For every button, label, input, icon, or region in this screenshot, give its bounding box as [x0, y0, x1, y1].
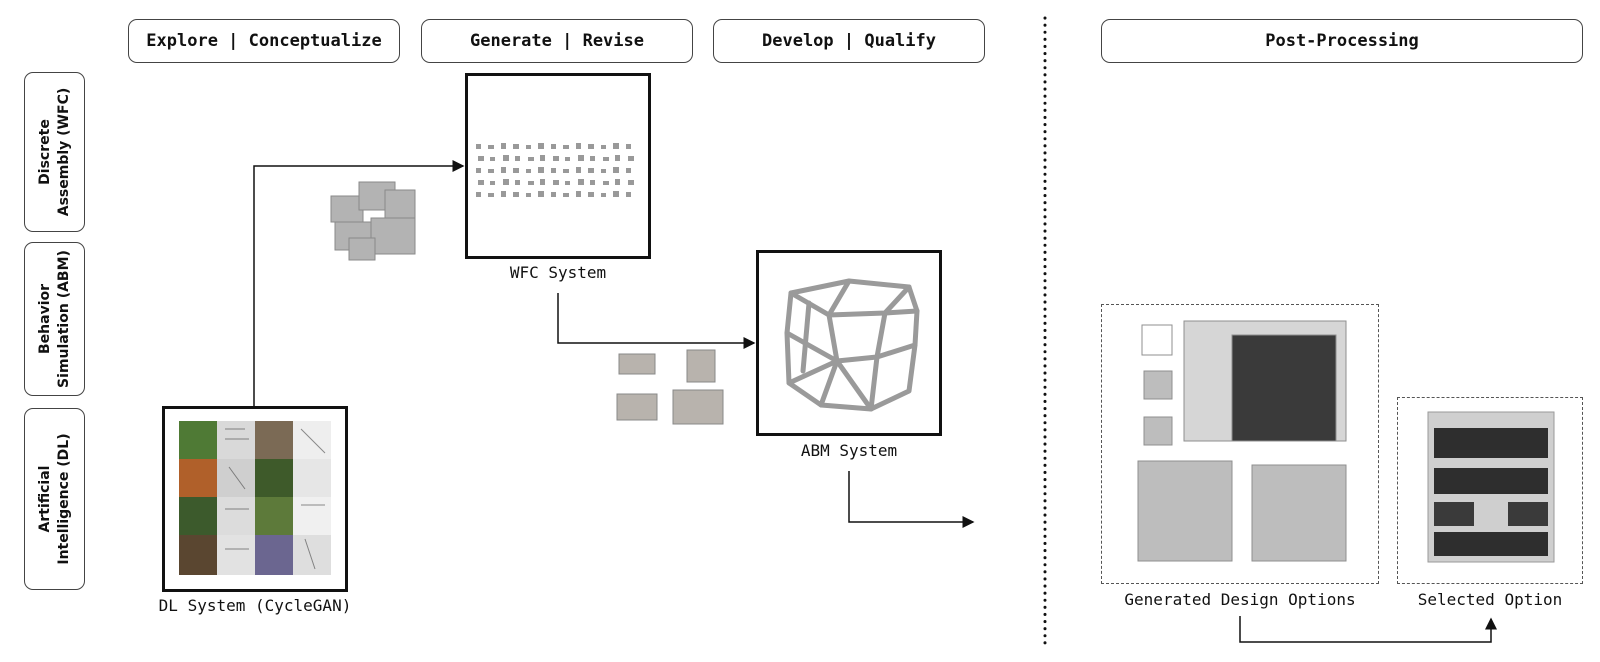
phase-develop-qualify: Develop | Qualify [713, 19, 985, 63]
dl-system-caption: DL System (CycleGAN) [158, 596, 352, 615]
selected-option-caption: Selected Option [1417, 590, 1563, 609]
generated-options-box [1101, 304, 1379, 584]
wfc-module-render [330, 181, 416, 261]
phase-generate-revise: Generate | Revise [421, 19, 693, 63]
abm-system-box [756, 250, 942, 436]
abm-system-caption: ABM System [800, 441, 898, 460]
phase-explore-conceptualize: Explore | Conceptualize [128, 19, 400, 63]
wfc-module-grid-image [476, 143, 634, 197]
selected-option-box [1397, 397, 1583, 584]
arrow-generated-to-selected [1239, 616, 1497, 643]
arrow-abm-to-post [848, 471, 975, 528]
generated-options-renders [1137, 320, 1347, 562]
dl-image-collage [179, 421, 331, 575]
selected-option-render [1427, 411, 1555, 563]
arrow-dl-to-wfc [253, 160, 465, 406]
arrow-wfc-to-abm [557, 293, 756, 349]
abm-module-renders [616, 349, 724, 425]
row-behavior-simulation: Behavior Simulation (ABM) [24, 242, 85, 396]
row-artificial-intelligence: Artificial Intelligence (DL) [24, 408, 85, 590]
phase-post-processing: Post-Processing [1101, 19, 1583, 63]
wfc-system-box [465, 73, 651, 259]
generated-options-caption: Generated Design Options [1124, 590, 1356, 609]
abm-network-image [784, 278, 920, 412]
row-discrete-assembly: Discrete Assembly (WFC) [24, 72, 85, 232]
dl-system-box [162, 406, 348, 592]
wfc-system-caption: WFC System [509, 263, 607, 282]
